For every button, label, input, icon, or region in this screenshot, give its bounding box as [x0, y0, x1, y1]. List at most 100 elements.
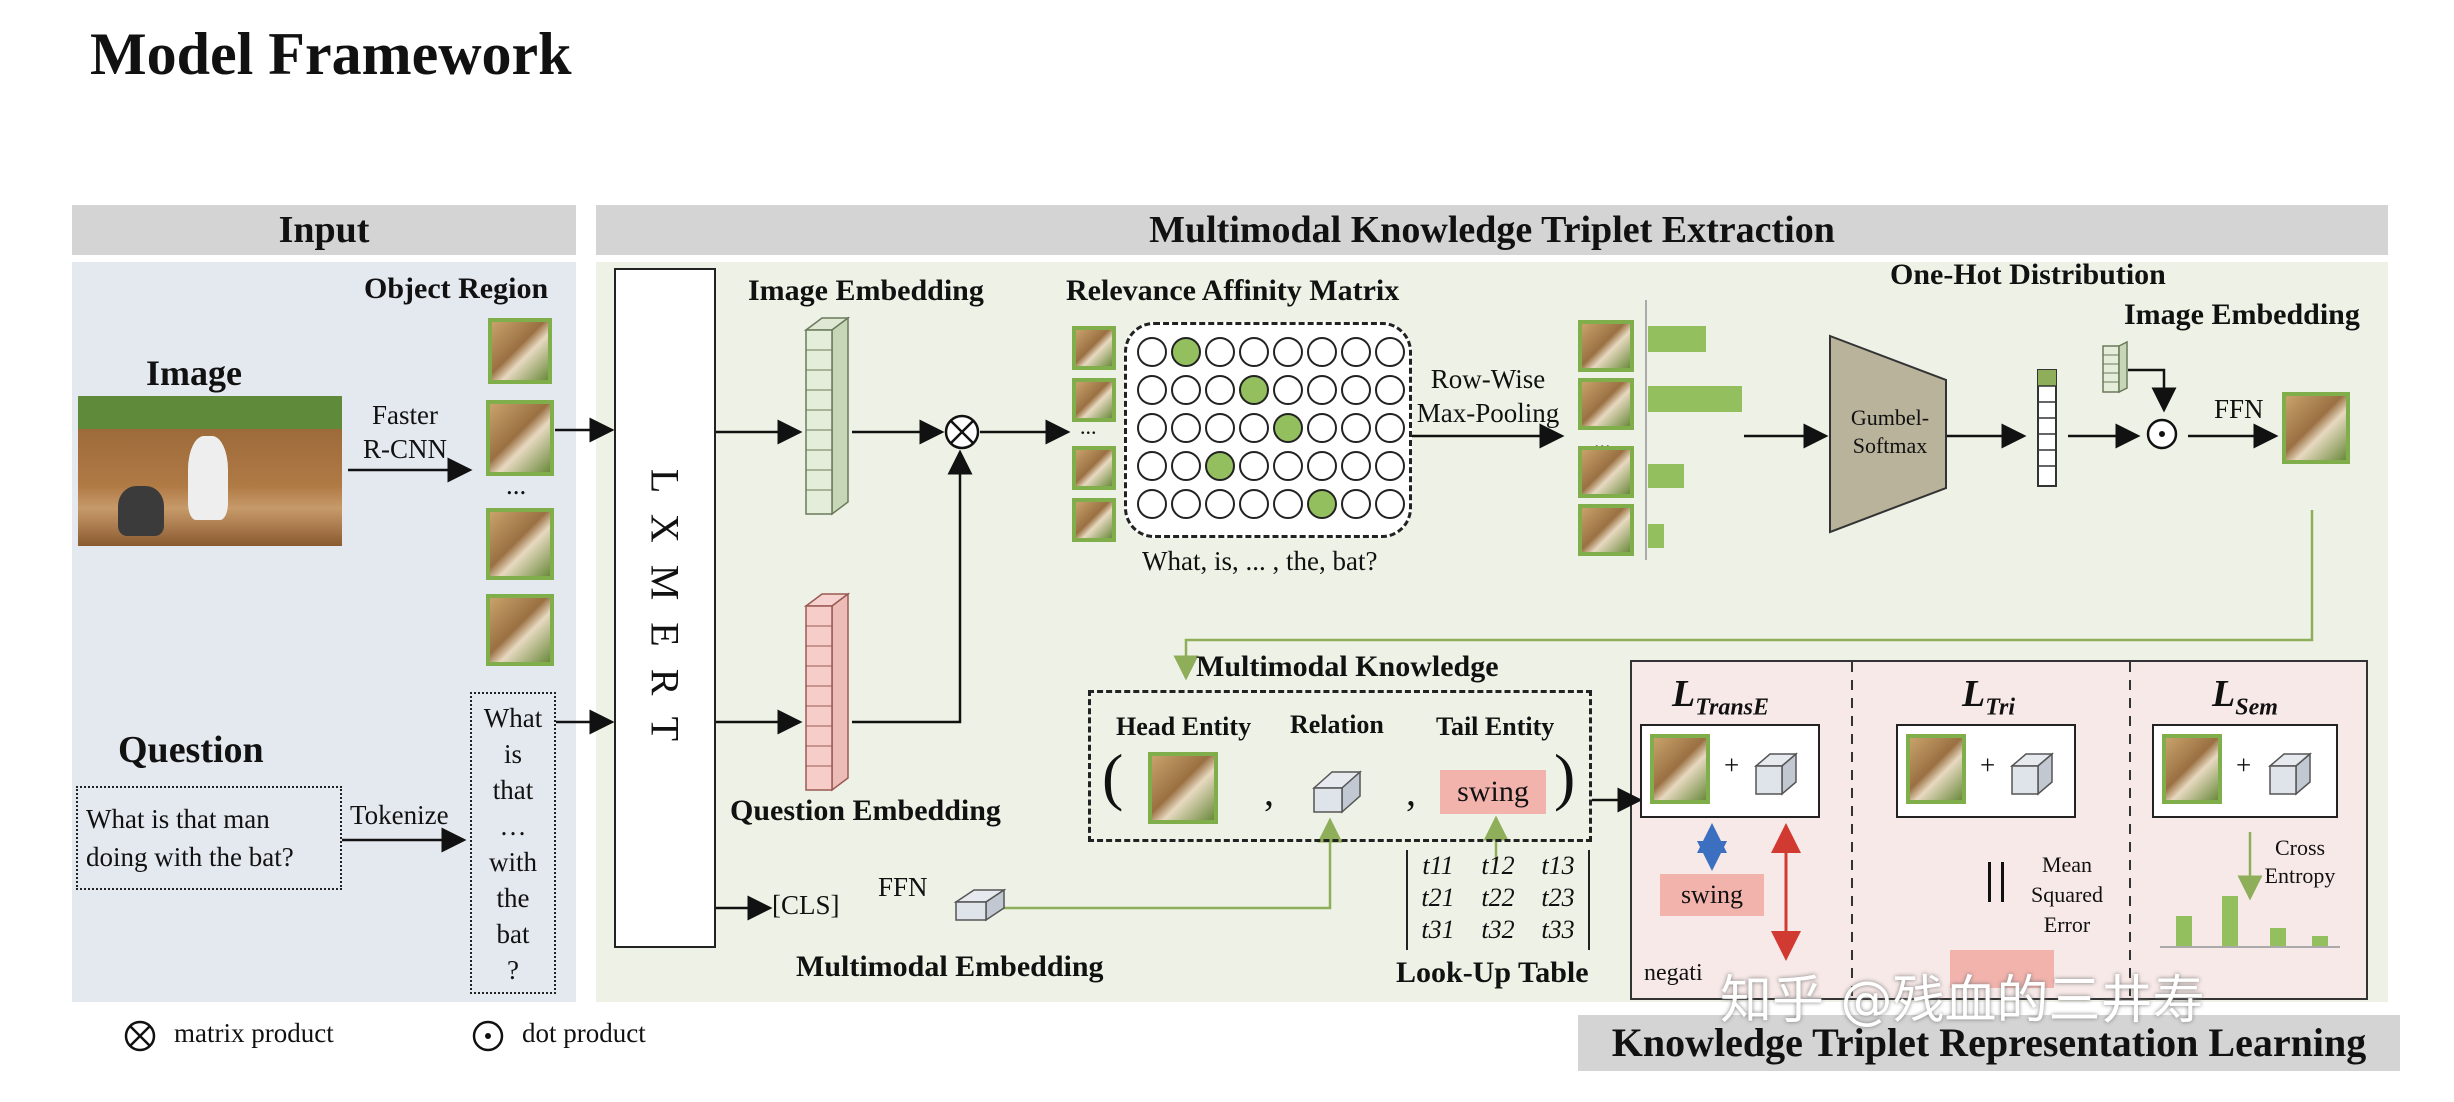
tokenize-label: Tokenize — [350, 800, 449, 830]
legend-matrix-product: matrix product — [174, 1018, 334, 1048]
lookup-table-label: Look-Up Table — [1396, 956, 1589, 989]
tail-entity-chip: swing — [1440, 770, 1546, 814]
matrix-cell — [1239, 413, 1269, 443]
matrix-cell — [1341, 337, 1371, 367]
matrix-cell — [1137, 489, 1167, 519]
faster-label: Faster — [372, 400, 438, 430]
mse-parallel-icon — [1988, 862, 2004, 902]
token-3: that — [492, 775, 534, 805]
gumbel-label: Gumbel- Softmax — [1838, 404, 1942, 460]
tri-target-chip — [1950, 950, 2054, 988]
matrix-caption: What, is, ... , the, bat? — [1142, 546, 1378, 576]
comma-2: , — [1406, 769, 1416, 814]
matrix-cell — [1205, 489, 1235, 519]
lookup-cell: t23 — [1541, 883, 1575, 912]
matrix-cell — [1307, 413, 1337, 443]
matrix-row-thumb-2 — [1072, 378, 1116, 422]
object-region-4 — [486, 594, 554, 666]
token-7: bat — [496, 919, 530, 949]
object-region-label: Object Region — [364, 272, 549, 305]
lookup-cell: t11 — [1422, 851, 1454, 880]
matrix-cell — [1205, 413, 1235, 443]
multimodal-knowledge-label: Multimodal Knowledge — [1196, 650, 1499, 683]
loss-transe-sub: TransE — [1695, 694, 1770, 721]
ce-bar-1 — [2176, 916, 2192, 946]
pooled-thumb-3 — [1578, 446, 1634, 498]
question-embedding-stack — [803, 592, 851, 792]
lookup-row: t11 t12 t13 — [1408, 850, 1588, 882]
batter-figure — [188, 436, 228, 520]
transe-swing-chip: swing — [1660, 874, 1764, 916]
matrix-cell — [1171, 489, 1201, 519]
one-hot-label: One-Hot Distribution — [1890, 258, 2166, 291]
rcnn-label: R-CNN — [362, 434, 447, 464]
matrix-cell — [1307, 451, 1337, 481]
entropy-line: Entropy — [2264, 863, 2336, 888]
multimodal-embedding-cube — [953, 888, 1007, 922]
matrix-cell — [1307, 489, 1337, 519]
image-embedding-2-stack — [2102, 340, 2128, 394]
token-2: is — [503, 739, 522, 769]
pooled-thumb-1 — [1578, 320, 1634, 372]
loss-sem-label: LSem — [2212, 672, 2278, 722]
matrix-cell — [1137, 337, 1167, 367]
matrix-cell — [1341, 489, 1371, 519]
pooling-bar-1 — [1648, 326, 1706, 352]
matrix-cell — [1375, 375, 1405, 405]
matrix-cell — [1273, 413, 1303, 443]
token-4: … — [499, 811, 527, 841]
token-1: What — [483, 703, 543, 733]
transe-cube — [1753, 752, 1799, 796]
question-embedding-label: Question Embedding — [730, 794, 1001, 827]
legend-dot-product-icon — [472, 1020, 504, 1052]
matrix-cell — [1341, 451, 1371, 481]
matrix-cell — [1171, 375, 1201, 405]
legend-dot-product: dot product — [522, 1018, 646, 1048]
matrix-cell — [1341, 375, 1371, 405]
ffn-label: FFN — [2214, 394, 2264, 424]
token-8: ? — [507, 955, 519, 985]
arrow-output-to-knowledge — [1173, 510, 2314, 681]
catcher-figure — [118, 486, 164, 536]
mse-line-2: Squared — [2030, 882, 2104, 907]
matrix-row-thumb-4 — [1072, 498, 1116, 542]
loss-transe-label: LTransE — [1672, 672, 1769, 722]
row-wise-label: Row-Wise — [1430, 364, 1546, 394]
arrow-image-emb2-to-dot — [2128, 368, 2177, 413]
cls-token: [CLS] — [772, 890, 840, 920]
loss-tri-symbol: L — [1962, 673, 1986, 715]
lookup-cell: t21 — [1421, 883, 1455, 912]
lookup-cell: t12 — [1481, 851, 1515, 880]
loss-tri-label: LTri — [1962, 672, 2015, 722]
mse-label: Mean Squared Error — [2022, 850, 2112, 940]
matrix-cell — [1273, 489, 1303, 519]
watermark: 知乎 @残血的三井寿 — [1720, 971, 2205, 1031]
mse-line-3: Error — [2043, 912, 2091, 937]
image-embedding-stack — [803, 316, 851, 516]
matrix-cell — [1375, 337, 1405, 367]
region-ellipsis: ... — [506, 470, 527, 500]
pooled-thumb-2 — [1578, 378, 1634, 430]
lookup-cell: t13 — [1541, 851, 1575, 880]
loss-transe-symbol: L — [1672, 673, 1696, 715]
baseball-image — [78, 396, 342, 546]
loss-sem-sub: Sem — [2235, 694, 2278, 721]
image-label: Image — [146, 353, 242, 393]
matrix-cell — [1375, 489, 1405, 519]
transe-image — [1650, 734, 1710, 804]
lookup-cell: t33 — [1541, 915, 1575, 944]
multimodal-knowledge-box — [1088, 690, 1592, 842]
matrix-cell — [1171, 413, 1201, 443]
affinity-matrix-grid — [1137, 337, 1405, 519]
matrix-cell — [1137, 413, 1167, 443]
legend-matrix-product-icon — [124, 1020, 156, 1052]
head-entity-label: Head Entity — [1116, 712, 1252, 741]
transe-plus: + — [1724, 750, 1740, 780]
matrix-product-icon — [944, 414, 980, 450]
tri-cube — [2009, 752, 2055, 796]
matrix-row-thumb-1 — [1072, 326, 1116, 370]
matrix-cell — [1137, 375, 1167, 405]
